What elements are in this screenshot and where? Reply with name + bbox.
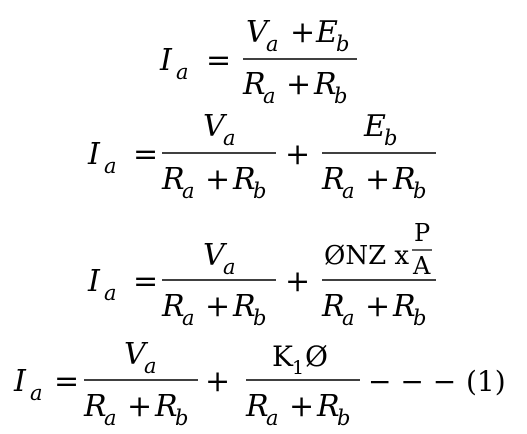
eq4-f1-den-r1-sub: a	[104, 406, 117, 430]
eq3-equals: =	[133, 264, 158, 299]
eq4-label: (1)	[466, 365, 506, 398]
eq4-lhs-sub: a	[30, 381, 43, 405]
eq4-f2-den-plus: +	[289, 389, 314, 424]
eq2-equals: =	[133, 137, 158, 172]
eq4-equals: =	[54, 364, 79, 399]
eq2-f1-den-plus: +	[205, 162, 230, 197]
eq1-num-e: E	[315, 15, 338, 50]
eq1-equals: =	[206, 43, 231, 78]
eq4-dashes: − − −	[368, 365, 456, 398]
eq1-den-r1-sub: a	[263, 84, 276, 108]
eq3-plus: +	[285, 264, 310, 299]
eq3-f2-den-r1-sub: a	[342, 306, 355, 330]
eq2-f1-den-r2-sub: b	[253, 179, 266, 203]
equation-1: I a = V a + E b R a + R b	[159, 15, 357, 108]
eq4-f1-num-sub: a	[144, 354, 157, 378]
eq2-f2-num-sub: b	[384, 126, 397, 150]
eq4-f1-den-r1: R	[83, 389, 107, 424]
eq3-f2-den-r2-sub: b	[413, 306, 426, 330]
eq2-f2-den-r2: R	[392, 162, 416, 197]
eq4-lhs-var: I	[13, 364, 27, 399]
equation-3: I a = V a R a + R b + ØNZ x P A R a + R …	[87, 219, 436, 330]
equation-2: I a = V a R a + R b + E b R a + R b	[87, 109, 436, 203]
eq3-lhs-sub: a	[104, 281, 117, 305]
eq4-f2-num-k-sub: 1	[292, 357, 304, 379]
eq4-f1-den-plus: +	[127, 389, 152, 424]
eq4-f1-den-r2-sub: b	[175, 406, 188, 430]
eq2-f2-den-r2-sub: b	[413, 179, 426, 203]
eq4-f2-den-r2: R	[316, 389, 340, 424]
eq1-den-plus: +	[286, 67, 311, 102]
eq1-lhs-var: I	[159, 43, 173, 78]
equation-4: I a = V a R a + R b + K 1 Ø R a + R b − …	[13, 337, 506, 430]
eq4-f2-num-k: K	[272, 340, 294, 373]
eq3-f1-den-r1-sub: a	[182, 306, 195, 330]
eq4-f2-den-r2-sub: b	[337, 406, 350, 430]
eq4-f2-den-r1: R	[245, 389, 269, 424]
eq1-num-v-sub: a	[266, 32, 279, 56]
eq3-f1-num-sub: a	[223, 255, 236, 279]
eq4-f2-den-r1-sub: a	[266, 406, 279, 430]
eq4-plus: +	[205, 364, 230, 399]
eq3-f2-num-frac-a: A	[412, 252, 431, 280]
eq3-f2-den-plus: +	[365, 289, 390, 324]
eq2-f2-den-r1: R	[321, 162, 345, 197]
eq2-f1-den-r1: R	[161, 162, 185, 197]
eq3-f2-num-text: ØNZ x	[324, 241, 409, 271]
eq3-f2-num-frac-p: P	[414, 219, 430, 247]
eq1-lhs-sub: a	[176, 60, 189, 84]
eq3-f1-den-r2: R	[232, 289, 256, 324]
eq3-f1-num: V	[203, 238, 228, 273]
eq2-f2-num: E	[363, 109, 386, 144]
eq2-lhs-var: I	[87, 137, 101, 172]
eq2-f1-num-sub: a	[223, 126, 236, 150]
eq3-f1-den-plus: +	[205, 289, 230, 324]
eq1-den-r2: R	[313, 67, 337, 102]
eq1-num-e-sub: b	[336, 32, 349, 56]
eq2-f2-den-r1-sub: a	[342, 179, 355, 203]
eq2-f1-num: V	[203, 109, 228, 144]
eq2-plus: +	[285, 137, 310, 172]
eq1-den-r2-sub: b	[334, 84, 347, 108]
eq3-lhs-var: I	[87, 264, 101, 299]
eq1-num-plus: +	[290, 15, 315, 50]
eq1-num-v: V	[246, 15, 271, 50]
eq2-lhs-sub: a	[104, 154, 117, 178]
eq3-f1-den-r2-sub: b	[253, 306, 266, 330]
eq1-den-r1: R	[242, 67, 266, 102]
eq4-f1-den-r2: R	[154, 389, 178, 424]
eq2-f1-den-r1-sub: a	[182, 179, 195, 203]
eq4-f2-num-phi: Ø	[305, 340, 328, 373]
eq3-f1-den-r1: R	[161, 289, 185, 324]
eq2-f2-den-plus: +	[365, 162, 390, 197]
eq2-f1-den-r2: R	[232, 162, 256, 197]
eq4-f1-num: V	[124, 337, 149, 372]
eq3-f2-den-r2: R	[392, 289, 416, 324]
eq3-f2-den-r1: R	[321, 289, 345, 324]
